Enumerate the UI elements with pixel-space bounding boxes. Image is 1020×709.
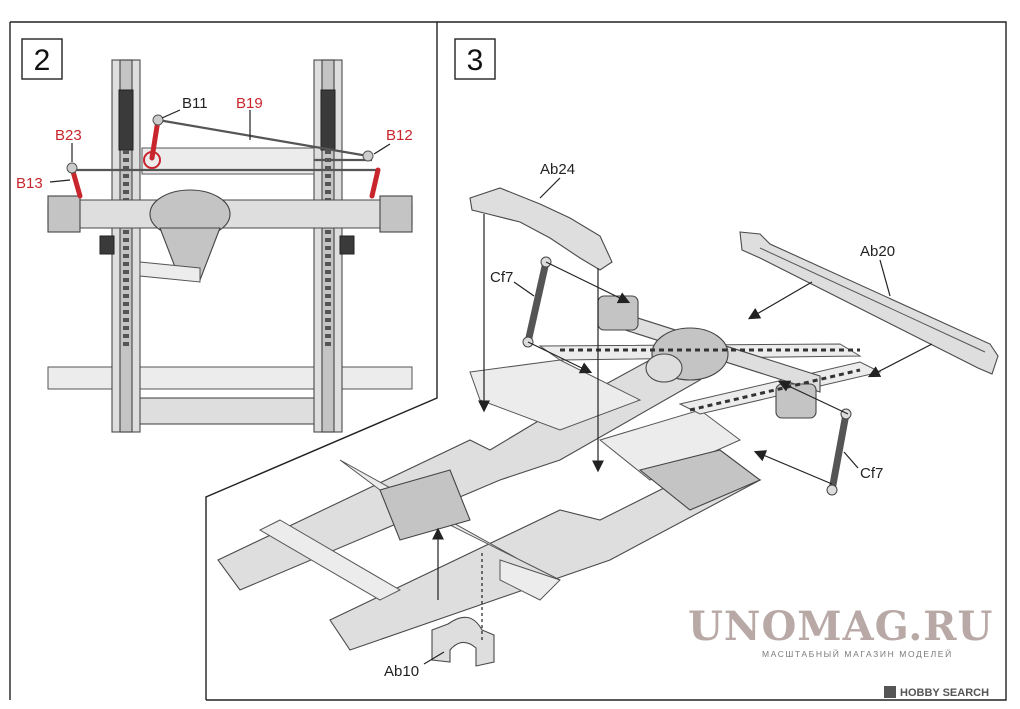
crossmember-5 — [598, 409, 741, 481]
step2-frame — [10, 21, 438, 700]
b19-joint — [362, 150, 374, 162]
watermark-main: UNOMAG.RU — [688, 603, 993, 650]
watermark-sub: МАСШТАБНЫЙ МАГАЗИН МОДЕЛЕЙ — [762, 648, 953, 659]
cf7-shock-left — [524, 258, 550, 346]
label-b23: B23 — [55, 127, 82, 144]
credit: HOBBY SEARCH — [884, 686, 989, 699]
label-b11: B11 — [182, 95, 208, 112]
step2-number: 2 — [34, 44, 51, 77]
wheel-hub-left — [47, 195, 81, 233]
label-b13: B13 — [16, 175, 43, 192]
step3-number: 3 — [467, 44, 484, 77]
wheel-hub-right — [379, 195, 413, 233]
leaf-spring-right — [320, 89, 336, 350]
frame-rail-lower — [47, 366, 413, 390]
step3-callouts: Ab24 Ab20 Cf7 Cf7 Ab10 — [384, 161, 895, 680]
b19-rod — [157, 118, 369, 158]
watermark: UNOMAG.RU МАСШТАБНЫЙ МАГАЗИН МОДЕЛЕЙ — [688, 603, 993, 659]
label-ab24: Ab24 — [540, 161, 575, 178]
b11-joint — [152, 114, 164, 126]
frame-crossmember — [137, 397, 319, 425]
step3-assembly-arrows — [423, 177, 933, 665]
leaf-spring-left — [118, 89, 134, 350]
label-b12: B12 — [386, 127, 413, 144]
panel-frames — [9, 21, 1007, 701]
step2-number-box: 2 — [21, 38, 63, 80]
credit-logo-icon — [884, 686, 896, 698]
label-ab20: Ab20 — [860, 243, 895, 260]
label-b19: B19 — [236, 95, 263, 112]
ab24-part — [469, 187, 613, 271]
brake-drum-left — [597, 295, 639, 331]
b12-part — [369, 167, 381, 199]
step2-rear-axle-assembly — [47, 59, 413, 433]
step2-callouts: B11 B19 B23 B12 B13 — [16, 95, 413, 192]
crossmember-3 — [379, 469, 471, 541]
cf7-shock-right — [828, 410, 850, 494]
ab20-part — [739, 231, 999, 375]
label-ab10: Ab10 — [384, 663, 419, 680]
step3-number-box: 3 — [454, 38, 496, 80]
step3-frame — [206, 21, 1007, 701]
rear-hanger — [638, 449, 762, 511]
ab10-part — [431, 616, 495, 667]
label-cf7-right: Cf7 — [860, 465, 883, 482]
crossmember-2 — [258, 519, 402, 601]
credit-text: HOBBY SEARCH — [900, 687, 989, 699]
label-cf7-left: Cf7 — [490, 269, 513, 286]
b23-joint — [66, 162, 78, 174]
